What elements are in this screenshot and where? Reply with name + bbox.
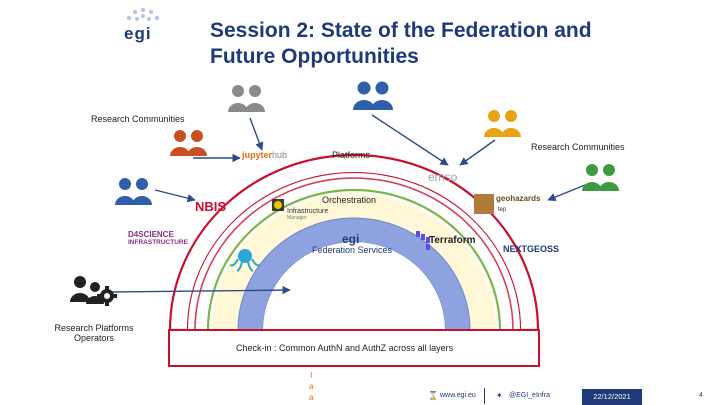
federation-services-label: Federation Services	[312, 245, 393, 255]
arrow-gold-right	[459, 139, 496, 166]
people-orange-icon	[170, 130, 207, 156]
egi-logo-center: egi	[342, 232, 360, 246]
infra-manager-line-2: Manager	[287, 215, 307, 221]
people-blue-top-icon	[353, 81, 393, 110]
date-badge: 22/12/2021	[582, 389, 642, 405]
infra-manager-line-1: Infrastructure	[287, 208, 329, 215]
vertical-fragment: l a a	[309, 370, 313, 403]
egi-logo-top: egi	[118, 6, 168, 46]
website-icon: ⌛	[428, 391, 438, 400]
twitter-handle[interactable]: @EGI_eInfra	[509, 392, 550, 399]
terraform-glyph-icon	[416, 231, 430, 250]
operators-label-line-2: Operators	[73, 333, 115, 343]
infrastructure-manager-logo: Infrastructure Manager	[287, 208, 328, 221]
slide-title: Session 2: State of the Federation and F…	[210, 18, 680, 70]
research-communities-right-label: Research Communities	[531, 142, 625, 152]
website-link[interactable]: www.egi.eu	[440, 392, 476, 399]
nextgeoss-logo: NEXTGEOSS	[503, 244, 560, 254]
title-line-2: Future Opportunities	[210, 45, 419, 68]
operators-icon	[70, 276, 117, 306]
egi-logo-text: egi	[124, 24, 152, 43]
operators-label: Research Platforms Operators	[51, 323, 137, 343]
vertical-letter: a	[309, 382, 314, 391]
arrow-blue-top	[371, 114, 449, 166]
twitter-icon: ✦	[496, 391, 503, 400]
nbis-logo: NBIS	[195, 199, 227, 214]
checkin-label: Check-in : Common AuthN and AuthZ across…	[236, 343, 454, 353]
geohazards-logo: geohazards	[496, 194, 541, 203]
d4science-line-2: INFRASTRUCTURE	[128, 239, 188, 246]
d4science-logo: D4SCIENCE INFRASTRUCTURE	[128, 230, 188, 246]
platforms-label: Platforms	[332, 150, 371, 160]
orchestration-label: Orchestration	[322, 195, 377, 205]
geohazards-box	[474, 194, 494, 214]
arrow-green-right	[547, 184, 586, 202]
people-gold-icon	[484, 110, 521, 137]
octopus-icon	[229, 249, 261, 272]
title-line-1: Session 2: State of the Federation and	[210, 19, 592, 42]
people-green-icon	[582, 164, 619, 191]
geohazards-sub: tep	[498, 207, 507, 213]
people-blue-left-icon	[115, 178, 152, 205]
research-communities-left-label: Research Communities	[91, 114, 185, 124]
orchestration-arc	[206, 188, 502, 331]
terraform-logo: Terraform	[429, 235, 476, 246]
page-number: 4	[699, 392, 703, 399]
arrow-blue-left	[154, 189, 196, 203]
checkin-arc	[194, 177, 514, 331]
checkin-box	[168, 329, 540, 367]
vertical-letter: l	[310, 371, 313, 380]
operators-label-line-1: Research Platforms	[54, 323, 134, 333]
vertical-letter: a	[309, 393, 314, 402]
people-gray-icon	[228, 85, 265, 112]
d4science-line-1: D4SCIENCE	[128, 230, 174, 239]
jupyter-logo-suffix: hub	[272, 150, 288, 160]
jupyter-logo-text: jupyter	[242, 150, 273, 160]
arrow-gray-top	[249, 117, 264, 151]
footer-divider	[484, 388, 485, 404]
arrow-operators	[109, 285, 291, 295]
emso-logo: emso	[428, 170, 458, 184]
jupyterhub-logo: jupyterhub	[242, 150, 287, 160]
